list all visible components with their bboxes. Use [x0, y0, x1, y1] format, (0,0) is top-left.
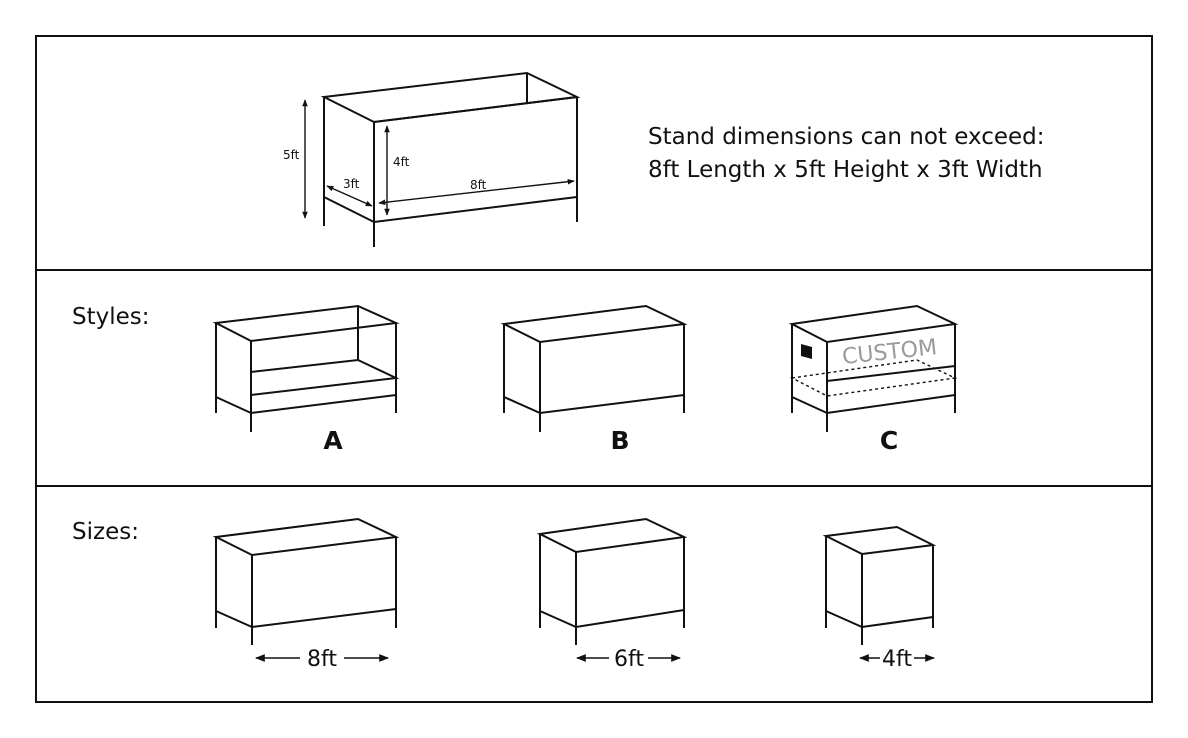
width-arrow — [326, 185, 373, 207]
style-c-custom-text: CUSTOM — [841, 335, 938, 370]
style-c-drawing — [788, 304, 959, 432]
size-8ft-drawing — [212, 517, 400, 645]
style-b-drawing — [500, 304, 688, 432]
logo-square-icon — [801, 344, 812, 359]
size-6ft-drawing — [536, 517, 688, 645]
style-c-label: C — [880, 426, 898, 455]
style-a-drawing — [212, 304, 400, 432]
dimension-limit-line2: 8ft Length x 5ft Height x 3ft Width — [648, 157, 1043, 183]
dimension-limit-line1: Stand dimensions can not exceed: — [648, 124, 1045, 150]
height-total-label: 5ft — [283, 148, 300, 162]
size-6ft-label: 6ft — [614, 647, 644, 672]
sizes-heading: Sizes: — [72, 519, 139, 545]
height-front-label: 4ft — [393, 155, 410, 169]
outer-frame — [35, 35, 1153, 703]
size-4ft-label: 4ft — [882, 647, 912, 672]
style-b-label: B — [610, 426, 629, 455]
length-arrow — [378, 178, 575, 206]
dimensions-stand-drawing — [320, 71, 581, 247]
size-4ft-drawing — [822, 525, 937, 645]
length-label: 8ft — [470, 178, 487, 192]
width-label: 3ft — [343, 177, 360, 191]
style-a-label: A — [323, 426, 343, 455]
dimension-arrows — [302, 99, 575, 219]
styles-heading: Styles: — [72, 304, 150, 330]
size-8ft-label: 8ft — [307, 647, 337, 672]
